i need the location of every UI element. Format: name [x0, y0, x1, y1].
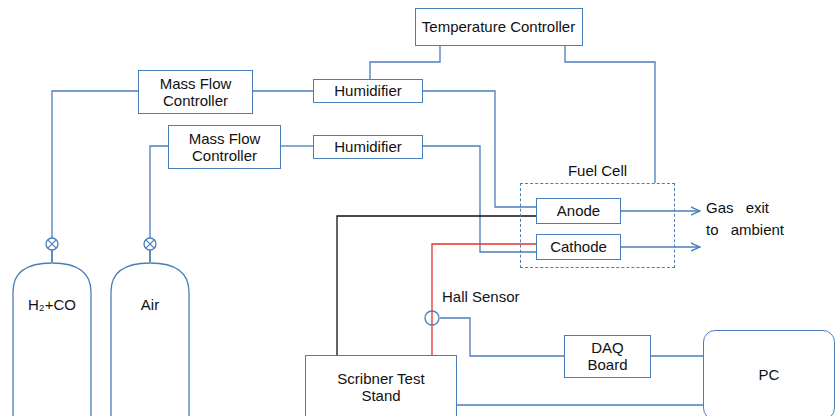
gas-exit-arrow: [621, 210, 700, 211]
power-wire: [337, 216, 536, 355]
node-text: Cathode: [550, 238, 607, 255]
signal-line: [440, 318, 564, 356]
sensor-ring: [424, 310, 440, 326]
cylinder-outline: [110, 262, 190, 416]
node-text: Humidifier: [334, 82, 402, 99]
gas-line: [253, 90, 313, 91]
valve-symbol: [46, 238, 58, 250]
gas-exit-arrow: [621, 246, 700, 247]
test-stand-box: Scribner Test Stand: [305, 355, 457, 416]
cylinder-outline: [111, 263, 189, 416]
node-text: Mass Flow Controller: [174, 130, 275, 165]
signal-line: [651, 355, 703, 356]
node-text: Hall Sensor: [442, 288, 520, 305]
node-text: PC: [759, 366, 780, 383]
pc-box: PC: [703, 330, 835, 416]
gas-line: [281, 145, 313, 146]
node-text: Temperature Controller: [422, 18, 575, 35]
node-text: Air: [141, 296, 159, 313]
controller-box: Mass Flow Controller: [138, 70, 253, 114]
humidifier-box: Humidifier: [313, 79, 423, 103]
node-text: Anode: [557, 202, 600, 219]
gas-line: [370, 46, 440, 79]
daq-box: DAQ Board: [564, 335, 651, 378]
controller-box: Mass Flow Controller: [168, 125, 281, 169]
valve-symbol: [144, 238, 156, 250]
node-text: H₂+CO: [28, 296, 76, 313]
valve-cross: [146, 240, 154, 248]
node-text: Scribner Test Stand: [325, 370, 437, 405]
gas-cylinder: H₂+CO: [12, 262, 92, 416]
cylinder-outline: [12, 262, 92, 416]
node-text: DAQ Board: [570, 339, 645, 374]
signal-line: [457, 404, 703, 405]
controller-box: Temperature Controller: [415, 8, 583, 46]
exit-label: Gas exit to ambient: [706, 197, 793, 241]
gas-line: [52, 91, 138, 262]
sensor-ring: [425, 311, 439, 325]
gas-cylinder: Air: [110, 262, 190, 416]
hall-sensor: Hall Sensor: [424, 310, 440, 326]
valve-cross: [48, 240, 56, 248]
node-text: Humidifier: [334, 138, 402, 155]
electrode-box: Cathode: [536, 234, 621, 260]
fuel-cell-box: Fuel CellAnodeCathode: [520, 183, 675, 268]
humidifier-box: Humidifier: [313, 135, 423, 159]
electrode-box: Anode: [536, 198, 621, 224]
node-text: Mass Flow Controller: [144, 75, 247, 110]
cylinder-outline: [13, 263, 91, 416]
valve-stem: [149, 250, 150, 262]
node-text: Fuel Cell: [521, 162, 674, 179]
valve-stem: [51, 250, 52, 262]
